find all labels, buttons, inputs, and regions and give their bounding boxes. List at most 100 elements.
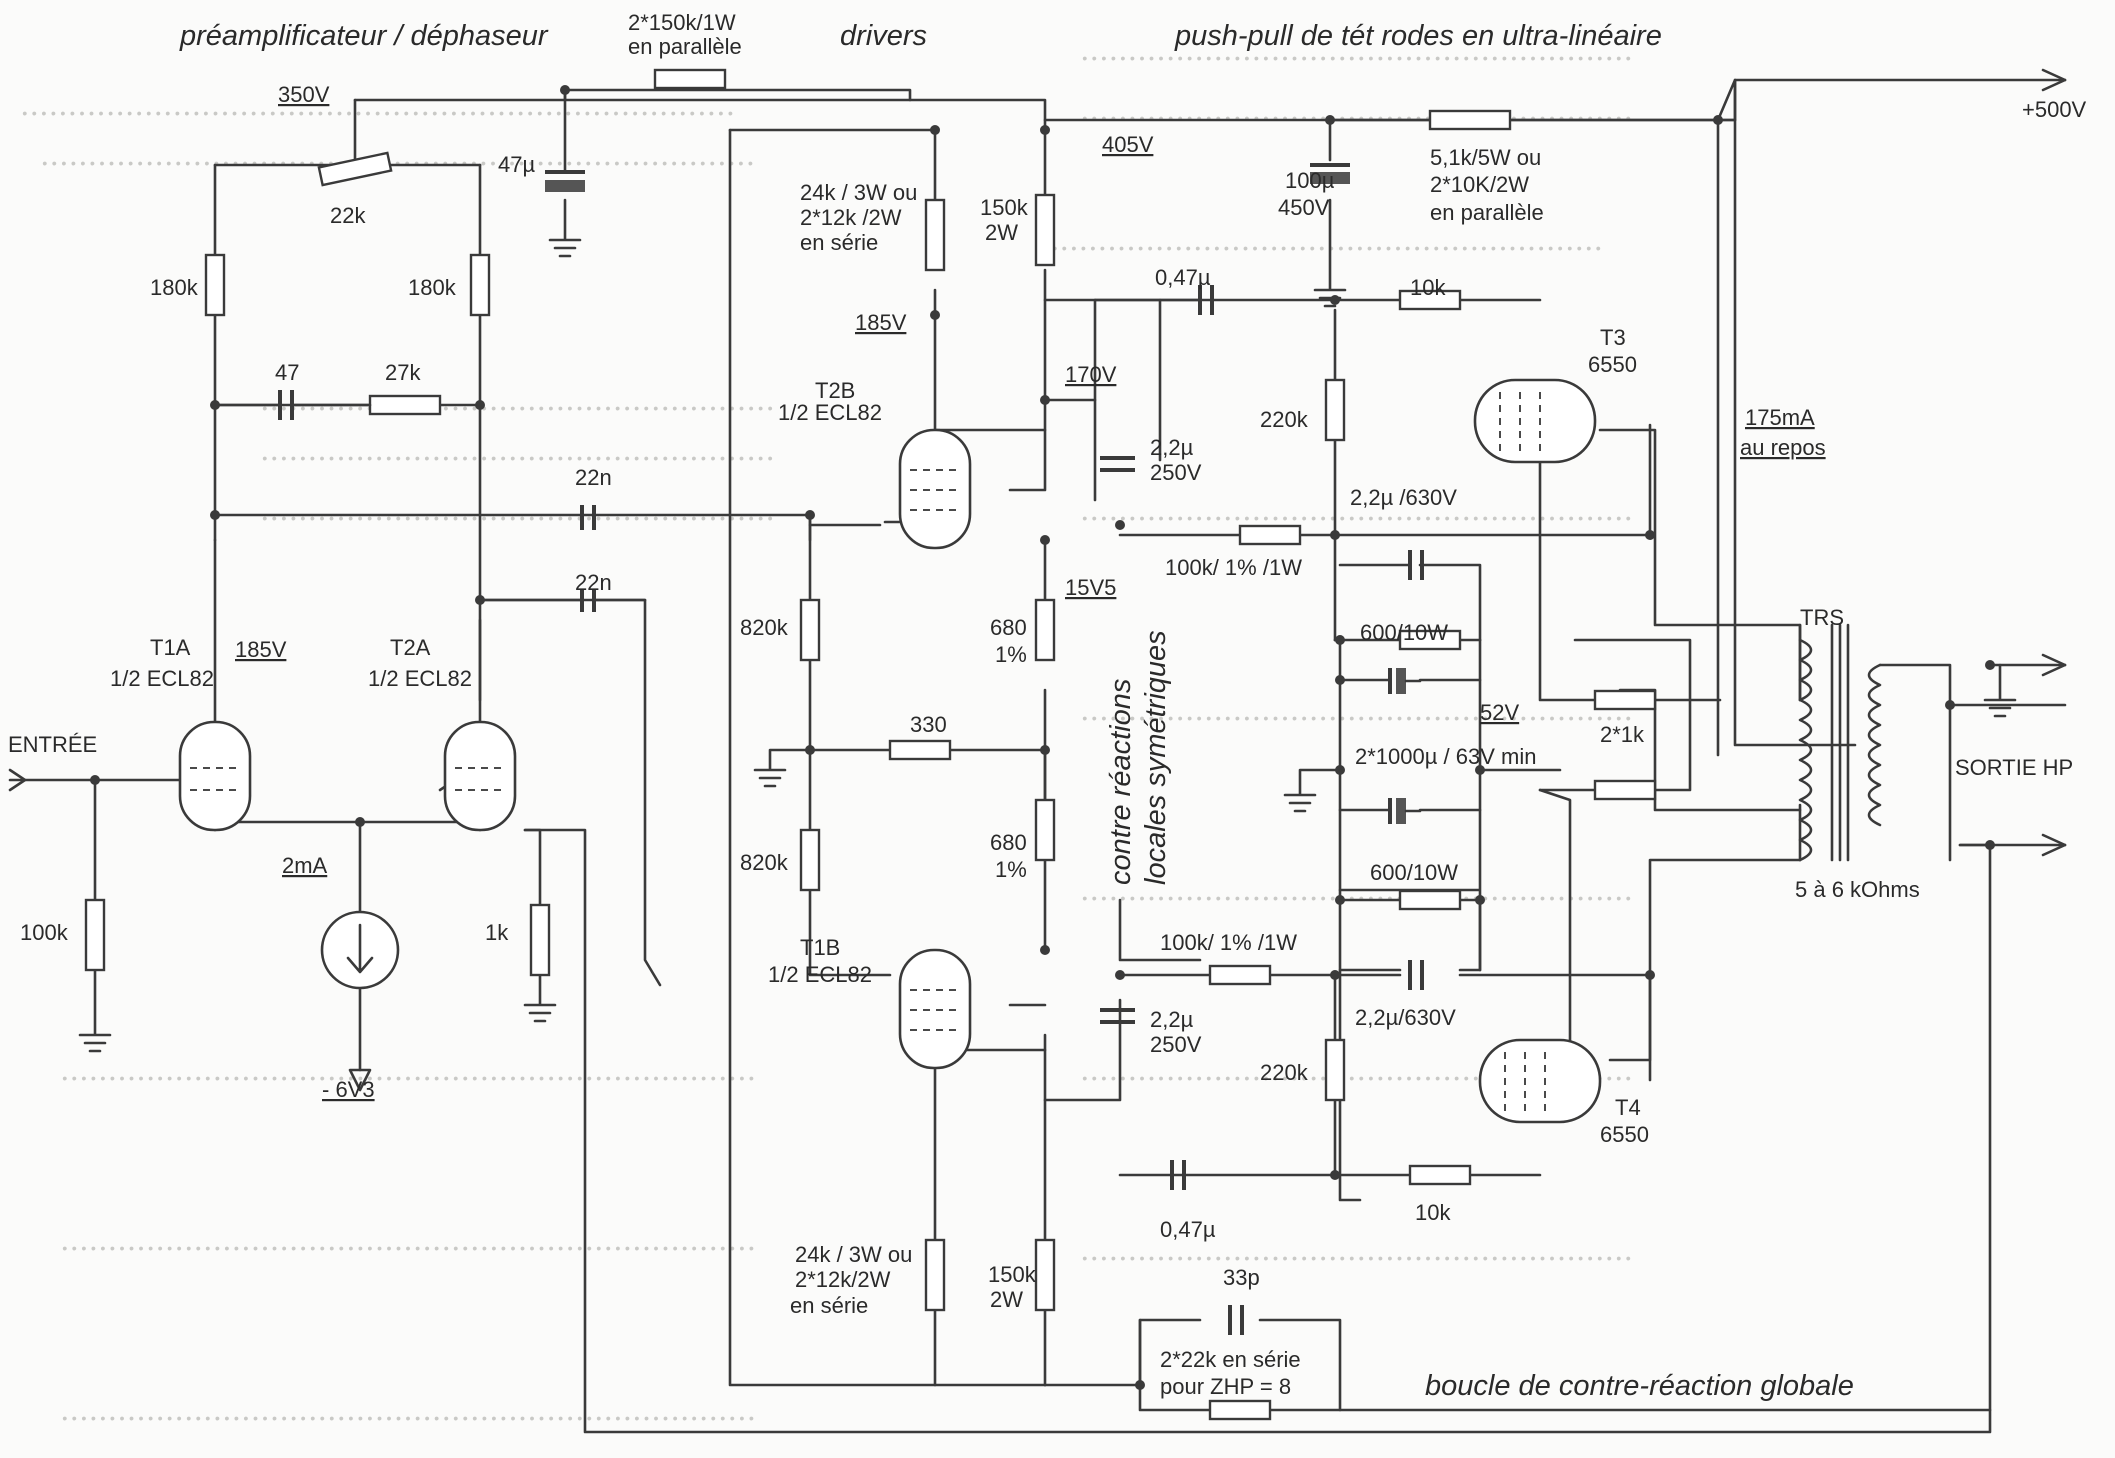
resistor-220k-bottom	[1324, 1038, 1346, 1102]
svg-text:180k: 180k	[408, 275, 457, 300]
svg-text:..............................: ........................................…	[1050, 223, 1603, 258]
resistor-27k	[368, 394, 442, 416]
t3-type: 6550	[1588, 352, 1637, 377]
svg-text:1%: 1%	[995, 642, 1027, 667]
title-pushpull: push-pull de tét rodes en ultra-linéaire	[1174, 20, 1662, 52]
svg-text:680: 680	[990, 615, 1027, 640]
input-label: ENTRÉE	[8, 732, 97, 757]
title-local-fb-1: contre réactions	[1105, 679, 1137, 885]
io-labels: ENTRÉE SORTIE HP TRS 5 à 6 kOhms	[8, 605, 2073, 902]
resistor-680-bottom	[1034, 798, 1056, 862]
t1a-type: 1/2 ECL82	[110, 666, 214, 691]
svg-text:33p: 33p	[1223, 1265, 1260, 1290]
svg-text:330: 330	[910, 712, 947, 737]
resistor-10k-bottom	[1408, 1164, 1472, 1186]
svg-text:250V: 250V	[1150, 1032, 1202, 1057]
resistor-2x150k	[653, 68, 727, 90]
tube-t3	[1473, 378, 1597, 464]
svg-text:..............................: ........................................…	[1080, 33, 1633, 68]
svg-text:2,2µ/630V: 2,2µ/630V	[1355, 1005, 1456, 1030]
label-175ma: 175mA	[1745, 405, 1815, 430]
svg-text:2W: 2W	[985, 220, 1018, 245]
label-neg-6v3: - 6V3	[322, 1077, 375, 1102]
resistor-10k-top	[1398, 289, 1462, 311]
svg-text:22k: 22k	[330, 203, 366, 228]
svg-text:en parallèle: en parallèle	[628, 34, 742, 59]
label-405v: 405V	[1102, 132, 1154, 157]
t1b-name: T1B	[800, 935, 840, 960]
svg-text:en série: en série	[790, 1293, 868, 1318]
capacitor-47u	[545, 180, 585, 192]
t3-name: T3	[1600, 325, 1626, 350]
component-labels: 2*150k/1W en parallèle 47µ 22k 180k 180k…	[20, 10, 1645, 1399]
svg-text:..............................: ........................................…	[20, 88, 735, 123]
svg-text:2W: 2W	[990, 1287, 1023, 1312]
tube-t1a	[178, 720, 252, 832]
resistor-24k-bottom	[924, 1238, 946, 1312]
tube-t2b	[898, 428, 972, 550]
resistors	[84, 68, 1657, 1421]
wiring	[8, 68, 2067, 1434]
junction-dots	[90, 85, 1995, 1390]
resistor-820k-top	[799, 598, 821, 662]
resistor-150k-bottom	[1034, 1238, 1056, 1312]
svg-text:100k: 100k	[20, 920, 69, 945]
tube-t4	[1478, 1038, 1602, 1124]
capacitor-100u	[1310, 172, 1350, 184]
t2a-name: T2A	[390, 635, 431, 660]
resistor-100k-fb-top	[1238, 524, 1302, 546]
capacitors	[213, 163, 1424, 1335]
svg-text:47µ: 47µ	[498, 152, 535, 177]
svg-text:2,2µ: 2,2µ	[1150, 435, 1194, 460]
t2b-type: 1/2 ECL82	[778, 400, 882, 425]
svg-text:150k: 150k	[980, 195, 1029, 220]
input-arrow	[8, 768, 27, 792]
svg-text:0,47µ: 0,47µ	[1160, 1217, 1216, 1242]
svg-text:220k: 220k	[1260, 407, 1309, 432]
svg-text:..............................: ........................................…	[60, 1053, 756, 1088]
svg-text:2*150k/1W: 2*150k/1W	[628, 10, 736, 35]
resistor-2x1k-top	[1593, 689, 1657, 711]
potentiometer-22k	[317, 151, 393, 187]
svg-text:2*1000µ / 63V min: 2*1000µ / 63V min	[1355, 744, 1536, 769]
tube-labels: T1A 1/2 ECL82 T2A 1/2 ECL82 T2B 1/2 ECL8…	[110, 325, 1649, 1147]
tube-t1b	[898, 948, 972, 1070]
t4-name: T4	[1615, 1095, 1641, 1120]
svg-text:100k/ 1% /1W: 100k/ 1% /1W	[1160, 930, 1297, 955]
svg-text:10k: 10k	[1410, 275, 1446, 300]
svg-text:27k: 27k	[385, 360, 421, 385]
title-preamp: préamplificateur / déphaseur	[179, 20, 549, 52]
resistor-100k-input	[84, 898, 106, 972]
transformer-label: TRS	[1800, 605, 1844, 630]
svg-text:..............................: ........................................…	[60, 1393, 756, 1428]
svg-text:..............................: ........................................…	[1080, 1233, 1633, 1268]
svg-text:820k: 820k	[740, 850, 789, 875]
label-15v5: 15V5	[1065, 575, 1116, 600]
svg-text:100k/ 1% /1W: 100k/ 1% /1W	[1165, 555, 1302, 580]
t4-type: 6550	[1600, 1122, 1649, 1147]
svg-text:22n: 22n	[575, 465, 612, 490]
svg-text:en série: en série	[800, 230, 878, 255]
resistor-2x1k-bottom	[1593, 779, 1657, 801]
label-185v-driver: 185V	[855, 310, 907, 335]
svg-text:10k: 10k	[1415, 1200, 1451, 1225]
output-transformer	[1798, 623, 1882, 862]
svg-text:en parallèle: en parallèle	[1430, 200, 1544, 225]
svg-text:2*22k en série: 2*22k en série	[1160, 1347, 1301, 1372]
svg-text:..............................: ........................................…	[260, 493, 775, 528]
label-52v: 52V	[1480, 700, 1519, 725]
output-label: SORTIE HP	[1955, 755, 2073, 780]
resistor-680-top	[1034, 598, 1056, 662]
svg-text:680: 680	[990, 830, 1027, 855]
svg-text:600/10W: 600/10W	[1370, 860, 1458, 885]
resistor-2x22k	[1208, 1399, 1272, 1421]
svg-text:150k: 150k	[988, 1262, 1037, 1287]
voltage-labels: 350V 185V 185V 170V 405V 15V5 52V 175mA …	[235, 82, 2087, 1102]
svg-text:22n: 22n	[575, 570, 612, 595]
label-au-repos: au repos	[1740, 435, 1826, 460]
resistor-220k-top	[1324, 378, 1346, 442]
resistor-5k1	[1428, 109, 1512, 131]
resistor-600-top	[1398, 629, 1462, 651]
svg-text:600/10W: 600/10W	[1360, 620, 1448, 645]
